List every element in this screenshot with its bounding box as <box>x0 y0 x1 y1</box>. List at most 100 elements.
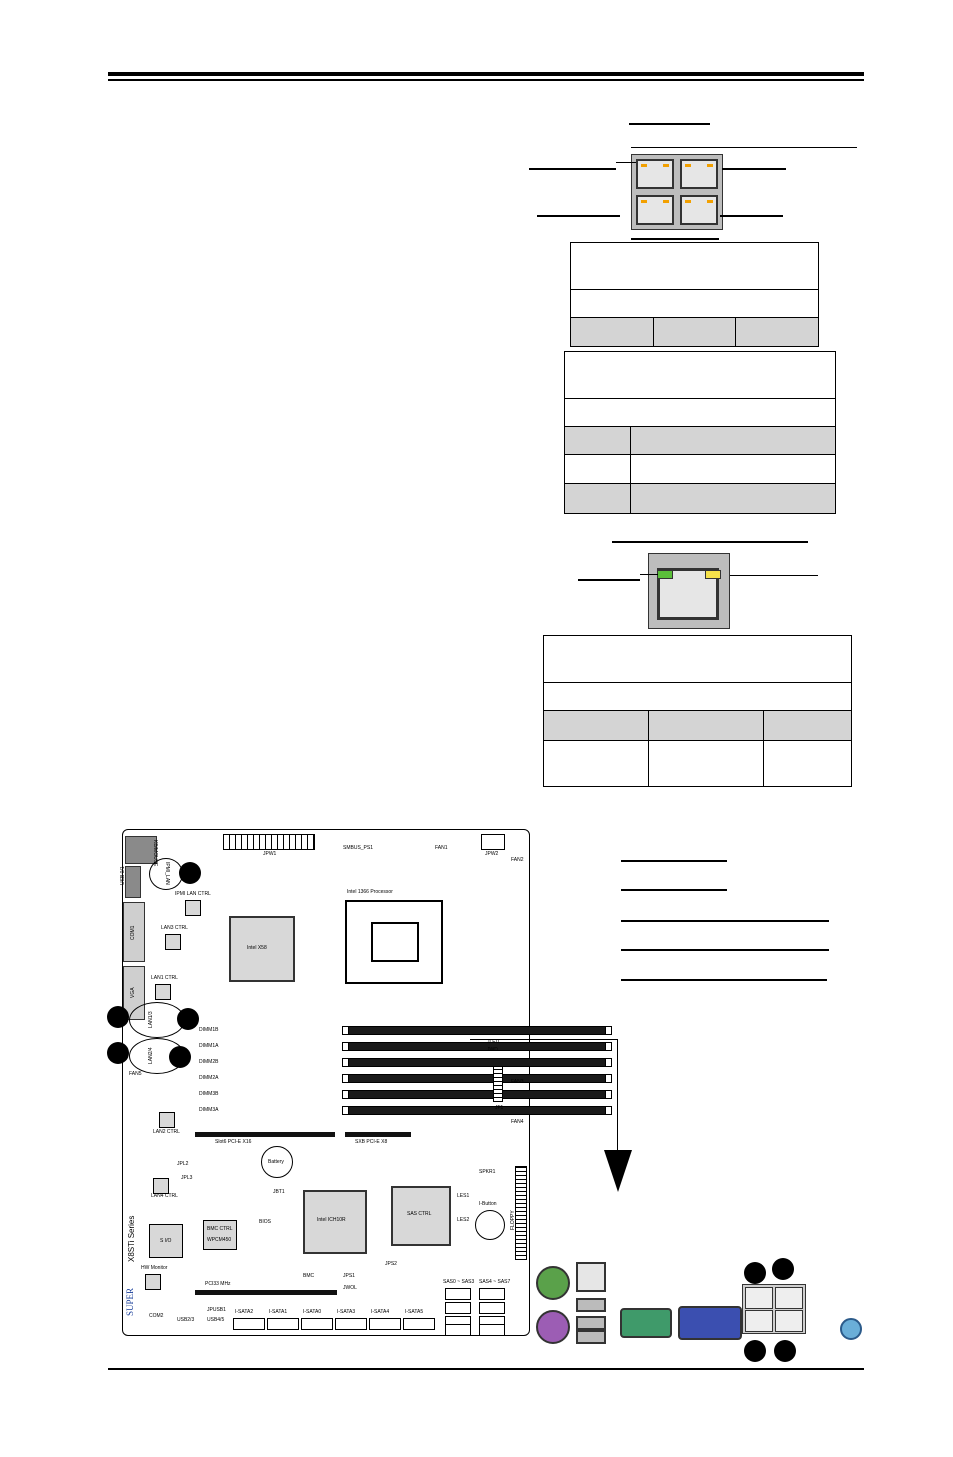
table-cell <box>653 318 654 346</box>
northbridge-label: Intel X58 <box>247 945 267 951</box>
table-cell <box>763 711 764 741</box>
table-cell <box>735 318 736 346</box>
fan2-label: FAN2 <box>511 857 524 863</box>
footer-rule <box>108 1368 864 1370</box>
callout-lan3 <box>177 1008 199 1030</box>
callout-rear-lan2 <box>744 1340 766 1362</box>
southbridge-chip: Intel ICH10R <box>303 1190 367 1254</box>
bmc-ctrl-label: BMC CTRL <box>207 1226 233 1232</box>
legend-line-2 <box>621 889 727 891</box>
dimm3b-label: DIMM3B <box>199 1091 219 1097</box>
vga-rear-port <box>678 1306 742 1340</box>
table-cell <box>648 741 649 786</box>
lan4-ctrl-label: LAN4 CTRL <box>151 1193 178 1199</box>
ipmi-lan-label: IPMI_LAN <box>164 862 170 885</box>
isata3-label: I-SATA3 <box>337 1309 356 1315</box>
ipmi-leader-left <box>578 579 640 581</box>
bios-label: BIOS <box>259 1219 271 1225</box>
northbridge-chip: Intel X58 <box>229 916 295 982</box>
lan-figure-title-underline <box>629 123 710 125</box>
dimm3a-label: DIMM3A <box>199 1107 219 1113</box>
ps2-keyboard-port <box>536 1266 570 1300</box>
battery: Battery <box>261 1146 293 1178</box>
fan5-label: FAN5 <box>129 1071 142 1077</box>
table-cell <box>763 741 764 786</box>
lan4-ctrl-chip <box>153 1178 169 1194</box>
isata4-label: I-SATA4 <box>371 1309 390 1315</box>
lan3-ctrl-label: LAN3 CTRL <box>161 925 188 931</box>
sas0-connector <box>445 1288 471 1300</box>
isata3-connector <box>335 1318 367 1330</box>
lan13-label: LAN1/3 <box>148 1011 154 1028</box>
sas-ctrl-label: SAS CTRL <box>407 1211 432 1217</box>
lan-led-left <box>685 164 691 167</box>
dimm1a-slot <box>342 1042 612 1051</box>
hw-monitor-label: HW Monitor <box>141 1265 168 1271</box>
slot6-label: Slot6 PCI-E X16 <box>215 1139 252 1145</box>
dimm3b-slot <box>342 1090 612 1099</box>
isata2-connector <box>301 1318 333 1330</box>
com2-label: COM2 <box>149 1313 164 1319</box>
lan-led-table-2 <box>564 351 836 514</box>
table-cell <box>630 455 631 484</box>
slot5-label: SXB PCI-E X8 <box>355 1139 388 1145</box>
sio-chip: S I/O <box>149 1224 183 1258</box>
cpu-label: Intel 1366 Processor <box>347 889 393 895</box>
rear-lan-port <box>745 1287 773 1309</box>
slot6-pcie-x16 <box>195 1132 335 1137</box>
callout-lan4 <box>169 1046 191 1068</box>
lan-led-left <box>685 200 691 203</box>
ipmi-lan-ctrl-label: IPMI LAN CTRL <box>175 891 211 897</box>
dimm1a-label: DIMM1A <box>199 1043 219 1049</box>
legend-line-3 <box>621 920 829 922</box>
jps2-label: JPS2 <box>385 1261 397 1267</box>
lan-led-left <box>641 200 647 203</box>
pci33-label: PCI33 MHz <box>205 1281 231 1287</box>
fan4-label: FAN4 <box>511 1119 524 1125</box>
quad-lan-port-graphic <box>631 154 723 230</box>
dimm2a-label: DIMM2A <box>199 1075 219 1081</box>
table-row <box>565 398 835 427</box>
rear-lan-port <box>775 1310 803 1332</box>
uid-button <box>840 1318 862 1340</box>
jpw2-connector <box>481 834 505 850</box>
lan-port-2 <box>680 159 718 189</box>
cpu-socket <box>345 900 443 984</box>
dimm1b-slot <box>342 1026 612 1035</box>
jled-label: JLED <box>487 1039 500 1045</box>
lan3-ctrl-chip <box>165 934 181 950</box>
usb45-label: USB4/5 <box>207 1317 225 1323</box>
ipmi-led-green <box>657 570 673 579</box>
sas4-connector <box>479 1288 505 1300</box>
callout-rear-lan1 <box>744 1262 766 1284</box>
dimm1b-label: DIMM1B <box>199 1027 219 1033</box>
usb01-connector <box>125 866 141 898</box>
kb-mouse-connector <box>125 836 157 864</box>
brand-logo: SUPER <box>125 1287 135 1316</box>
floppy-connector <box>515 1166 527 1260</box>
jbt1-label: JBT1 <box>273 1189 285 1195</box>
ipmi-leader-right <box>730 575 818 576</box>
bmc-ctrl-chip: BMC CTRL WPCM450 <box>203 1220 237 1250</box>
rear-quad-lan <box>742 1284 806 1334</box>
sas3-connector <box>445 1324 471 1336</box>
sas03-label: SAS0 ~ SAS3 <box>443 1279 475 1285</box>
les1-label: LES1 <box>457 1193 470 1199</box>
table-row <box>565 454 835 484</box>
ipmi-led-yellow <box>705 570 721 579</box>
dimm2b-label: DIMM2B <box>199 1059 219 1065</box>
legend-line-4 <box>621 949 829 951</box>
lan-led-left <box>641 164 647 167</box>
lan2-ctrl-label: LAN2 CTRL <box>153 1129 180 1135</box>
les2-label: LES2 <box>457 1217 470 1223</box>
southbridge-label: Intel ICH10R <box>317 1217 346 1223</box>
isata5-label: I-SATA5 <box>405 1309 424 1315</box>
header-rule-thick <box>108 72 864 76</box>
battery-label: Battery <box>268 1159 284 1165</box>
isata4-connector <box>369 1318 401 1330</box>
table-row <box>565 483 835 513</box>
callout-rear-lan3 <box>772 1258 794 1280</box>
dimm2a-slot <box>342 1074 612 1083</box>
down-arrow-icon <box>604 1150 632 1192</box>
cpu-die <box>371 922 419 962</box>
